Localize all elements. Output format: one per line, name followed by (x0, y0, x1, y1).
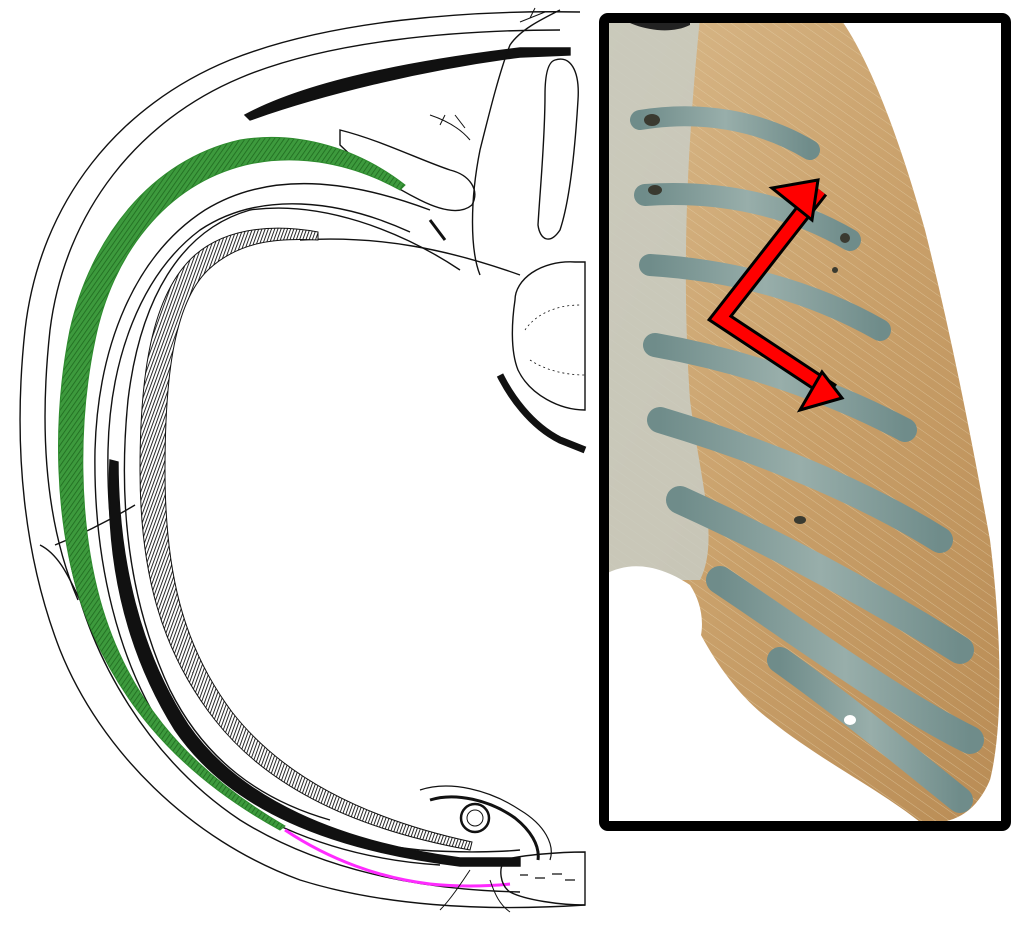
upper-black-band (245, 48, 570, 120)
rib-cage-photograph (604, 18, 1006, 826)
vertebral-body (512, 262, 585, 410)
vertebra-process (538, 59, 578, 239)
thoracic-wall-drawing (20, 8, 585, 912)
small-vessel (461, 804, 489, 832)
lower-black-band (109, 460, 520, 866)
pleura-line (300, 239, 520, 275)
